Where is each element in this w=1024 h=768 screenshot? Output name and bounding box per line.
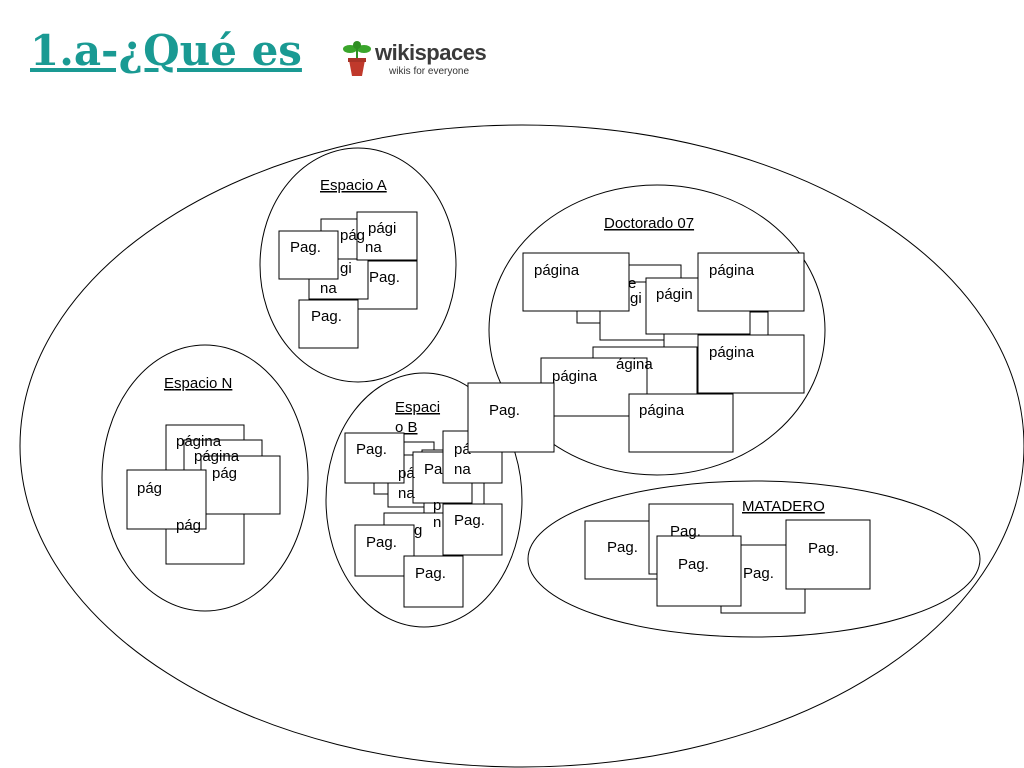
doctorado-pages xyxy=(522,252,805,453)
page-label: Pag. xyxy=(366,534,397,551)
page-label: página xyxy=(639,402,685,419)
page-label: gi xyxy=(340,260,352,277)
page-box xyxy=(344,432,405,484)
page-box xyxy=(442,503,503,556)
espacio-b-label-2: o B xyxy=(395,419,418,436)
page-label: Pag. xyxy=(290,239,321,256)
wikispaces-outer-ellipse xyxy=(19,124,1024,768)
page-label: pág xyxy=(340,227,365,244)
page-box xyxy=(403,555,464,608)
page-label: página xyxy=(709,262,755,279)
page-box xyxy=(278,230,339,280)
page-title: 1.a-¿Qué es xyxy=(30,26,302,75)
page-box xyxy=(628,393,734,453)
page-label: g xyxy=(414,522,422,539)
page-label: pá xyxy=(454,441,471,458)
page-box xyxy=(697,252,805,312)
page-label: pá xyxy=(398,465,415,482)
page-label: pág xyxy=(137,480,162,497)
page-label: Pag. xyxy=(607,539,638,556)
page-box xyxy=(467,382,555,453)
page-box xyxy=(200,455,281,515)
logo-tagline: wikis for everyone xyxy=(389,66,470,77)
page-label: e xyxy=(628,275,636,292)
page-label: Pag. xyxy=(678,556,709,573)
page-label: página xyxy=(552,368,598,385)
page-label: pág xyxy=(212,465,237,482)
page-label: página xyxy=(709,344,755,361)
page-label: Pag. xyxy=(489,402,520,419)
page-box xyxy=(522,252,630,312)
page-box xyxy=(656,535,742,607)
page-label: página xyxy=(176,433,222,450)
page-box xyxy=(785,519,871,590)
page-box xyxy=(356,211,418,261)
espacio-a-pages xyxy=(278,211,418,349)
page-label: págin xyxy=(656,286,693,303)
page-label: na xyxy=(365,239,382,256)
espacio-a-ellipse xyxy=(259,147,457,383)
espacio-n-label: Espacio N xyxy=(164,375,232,392)
flower-pot-icon xyxy=(343,41,371,76)
page-label: Pa xyxy=(424,461,443,478)
page-label: página xyxy=(194,448,240,465)
page-box xyxy=(697,334,805,394)
page-label: p xyxy=(433,497,441,514)
matadero-ellipse xyxy=(527,480,981,638)
page-label: Pag. xyxy=(415,565,446,582)
matadero-label: MATADERO xyxy=(742,498,825,515)
page-label: na xyxy=(398,485,415,502)
page-label: pág xyxy=(176,517,201,534)
espacio-a-label: Espacio A xyxy=(320,177,387,194)
page-label: na xyxy=(320,280,337,297)
logo-brand-text: wikispaces xyxy=(375,40,487,65)
floating-page: Pag. xyxy=(467,382,555,453)
espacio-b-ellipse xyxy=(325,372,523,628)
page-label: pági xyxy=(368,220,396,237)
doctorado-ellipse xyxy=(488,184,826,476)
page-label: Pag. xyxy=(454,512,485,529)
page-label: n xyxy=(433,514,441,531)
page-label: página xyxy=(534,262,580,279)
page-box xyxy=(298,299,359,349)
espacio-n-pages xyxy=(126,424,281,565)
espacio-n-ellipse xyxy=(101,344,309,612)
page-label: Pag. xyxy=(356,441,387,458)
page-label: gi xyxy=(630,290,642,307)
page-label: Pag. xyxy=(311,308,342,325)
page-label: Pag. xyxy=(670,523,701,540)
page-label: Pag. xyxy=(743,565,774,582)
page-label: Pag. xyxy=(369,269,400,286)
page-box xyxy=(126,469,207,530)
matadero-pages xyxy=(584,503,871,614)
page-label: ágina xyxy=(616,356,653,373)
wikispaces-logo: wikispaces wikis for everyone xyxy=(342,40,502,84)
espacio-b-label: Espaci xyxy=(395,399,440,416)
page-label: na xyxy=(454,461,471,478)
page-label: Pag. xyxy=(808,540,839,557)
doctorado-label: Doctorado 07 xyxy=(604,215,694,232)
